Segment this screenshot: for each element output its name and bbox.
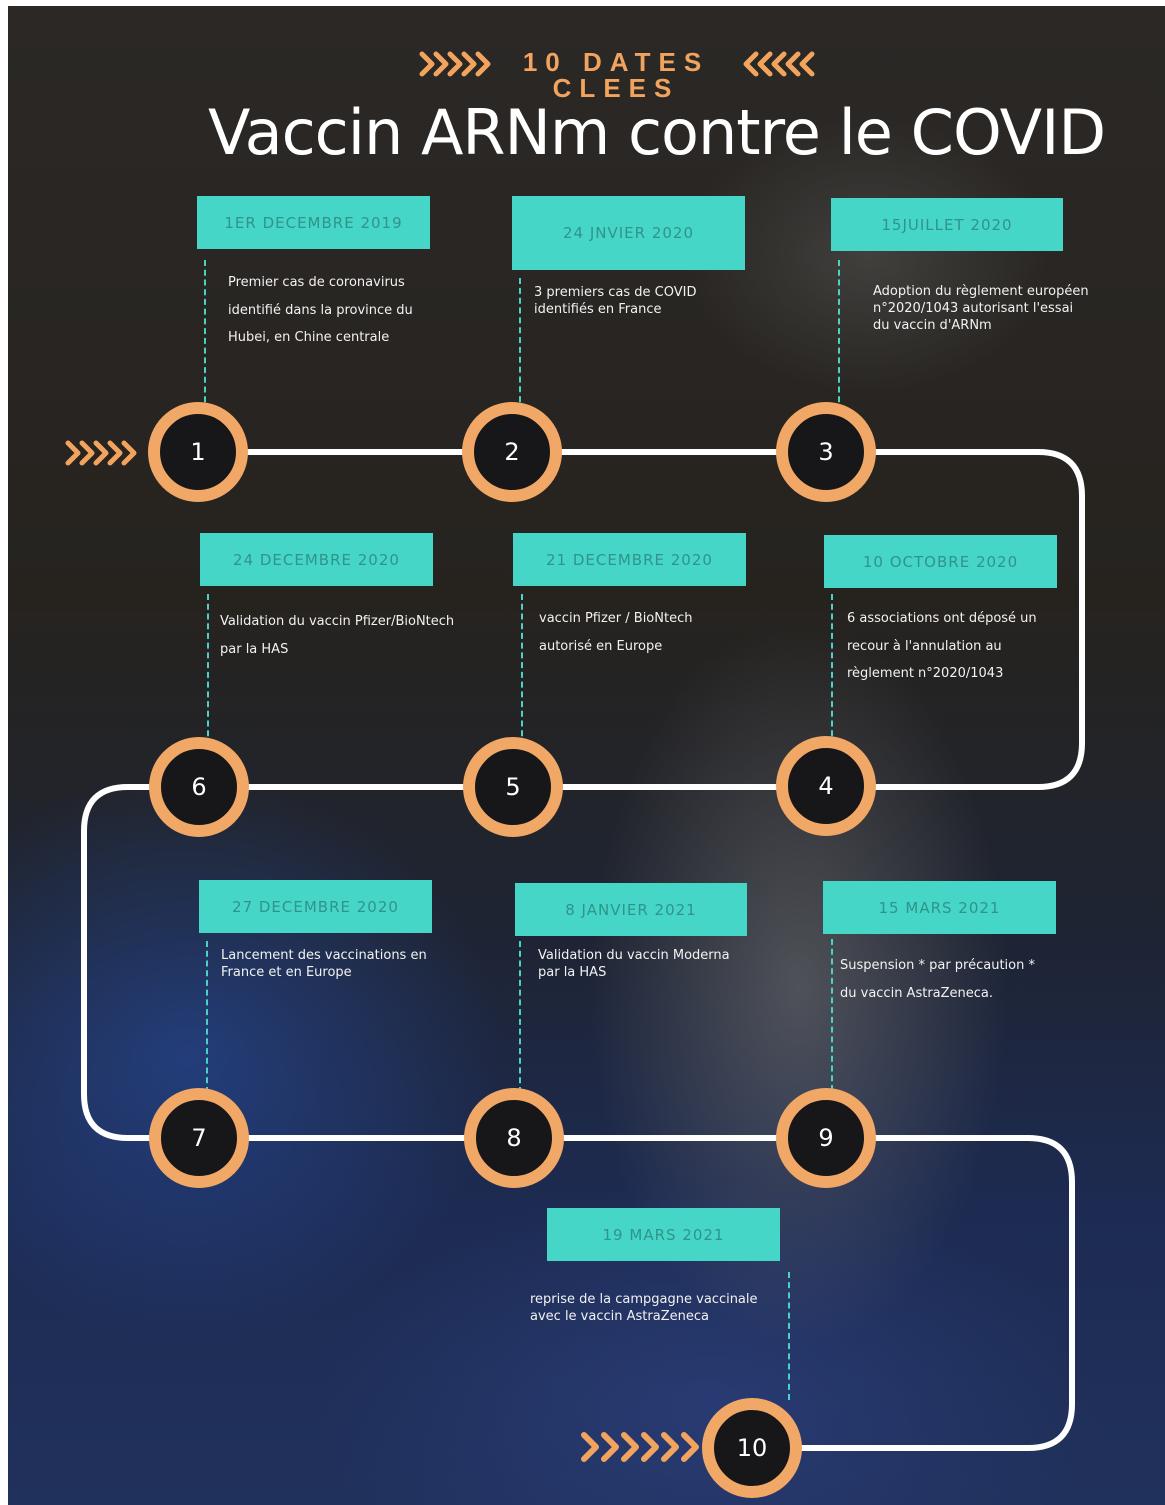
connector-line xyxy=(519,941,521,1093)
connector-line xyxy=(788,1272,790,1400)
event-date-9: 15 MARS 2021 xyxy=(823,881,1056,934)
chevron-arrows-icon xyxy=(743,51,815,77)
connector-line xyxy=(519,278,521,412)
infographic-poster: 10 DATES CLEES Vaccin ARNm contre le COV… xyxy=(8,6,1165,1505)
event-text-4: 6 associations ont déposé un recour à l'… xyxy=(847,611,1037,681)
connector-line xyxy=(521,594,523,746)
chevron-arrows-icon xyxy=(581,1432,699,1462)
event-date-3: 15JUILLET 2020 xyxy=(831,198,1063,251)
event-text-8: Validation du vaccin Moderna par la HAS xyxy=(538,948,730,980)
kicker-line-2: CLEES xyxy=(552,73,680,103)
kicker-line-1: 10 DATES xyxy=(522,47,710,77)
event-marker-3: 3 xyxy=(776,402,876,502)
event-date-4: 10 OCTOBRE 2020 xyxy=(824,535,1057,588)
event-marker-6: 6 xyxy=(149,737,249,837)
timeline-track xyxy=(81,449,1085,1451)
event-date-1: 1ER DECEMBRE 2019 xyxy=(197,196,430,249)
event-marker-10: 10 xyxy=(702,1398,802,1498)
event-marker-1: 1 xyxy=(148,402,248,502)
event-date-5: 21 DECEMBRE 2020 xyxy=(513,533,746,586)
event-marker-8: 8 xyxy=(464,1088,564,1188)
event-marker-2: 2 xyxy=(462,402,562,502)
connector-line xyxy=(206,941,208,1093)
page-title: Vaccin ARNm contre le COVID xyxy=(208,96,1106,169)
event-text-1: Premier cas de coronavirus identifié dan… xyxy=(228,275,413,345)
event-date-2: 24 JNVIER 2020 xyxy=(512,196,745,270)
event-marker-7: 7 xyxy=(149,1088,249,1188)
event-date-6: 24 DECEMBRE 2020 xyxy=(200,533,433,586)
event-text-10: reprise de la campgagne vaccinale avec l… xyxy=(530,1292,758,1324)
event-marker-9: 9 xyxy=(776,1088,876,1188)
event-date-8: 8 JANVIER 2021 xyxy=(515,883,747,936)
connector-line xyxy=(207,594,209,746)
event-date-7: 27 DECEMBRE 2020 xyxy=(199,880,432,933)
connector-line xyxy=(204,260,206,412)
event-text-2: 3 premiers cas de COVID identifiés en Fr… xyxy=(534,285,697,317)
event-text-3: Adoption du règlement européen n°2020/10… xyxy=(873,284,1089,333)
connector-line xyxy=(831,939,833,1091)
connector-line xyxy=(831,594,833,746)
connector-line xyxy=(838,260,840,412)
event-marker-4: 4 xyxy=(776,736,876,836)
chevron-arrows-icon xyxy=(65,440,137,466)
event-date-10: 19 MARS 2021 xyxy=(547,1208,780,1261)
event-marker-5: 5 xyxy=(463,737,563,837)
event-text-9: Suspension * par précaution * du vaccin … xyxy=(840,958,1035,1001)
event-text-7: Lancement des vaccinations en France et … xyxy=(221,948,427,980)
event-text-5: vaccin Pfizer / BioNtech autorisé en Eur… xyxy=(539,611,693,654)
event-text-6: Validation du vaccin Pfizer/BioNtech par… xyxy=(220,614,455,657)
chevron-arrows-icon xyxy=(419,51,491,77)
